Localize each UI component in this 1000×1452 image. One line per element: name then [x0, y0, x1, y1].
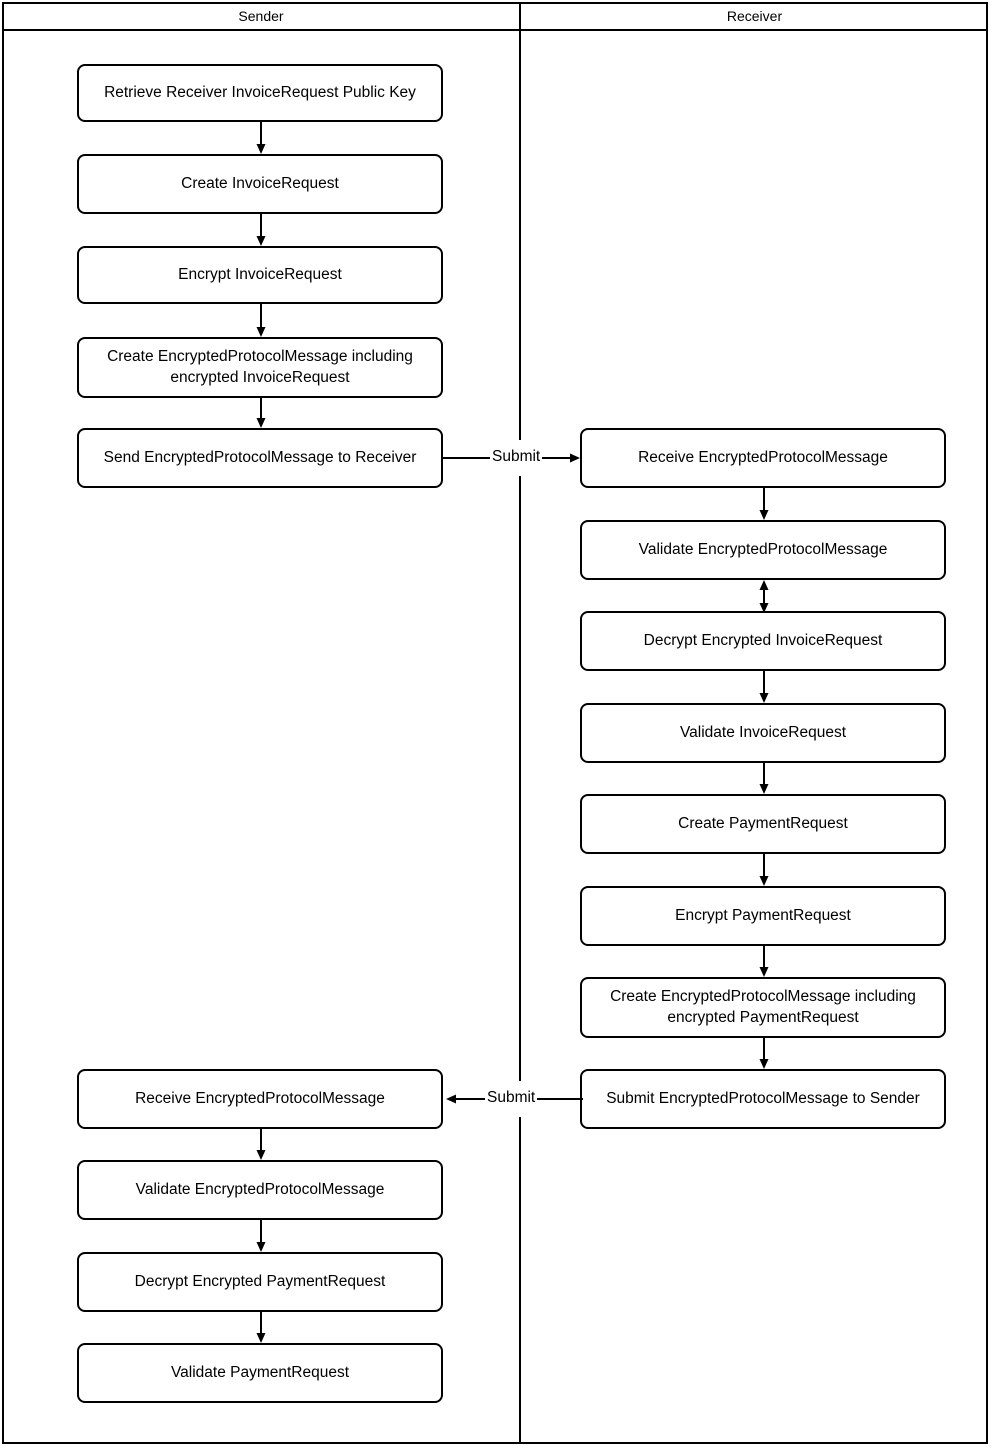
lane-header-receiver: Receiver: [726, 8, 783, 24]
node-create-epm-invoicerequest[interactable]: Create EncryptedProtocolMessage includin…: [77, 337, 443, 398]
node-submit-epm-to-sender[interactable]: Submit EncryptedProtocolMessage to Sende…: [580, 1069, 946, 1129]
node-retrieve-receiver-public-key[interactable]: Retrieve Receiver InvoiceRequest Public …: [77, 64, 443, 122]
arrow-r3-to-r4: [757, 671, 771, 705]
lane-header-divider: [2, 29, 988, 31]
diagram-frame: [2, 2, 988, 1444]
arrow-r2-to-r3-bidirectional: [757, 580, 771, 613]
node-receiver-receive-epm[interactable]: Receive EncryptedProtocolMessage: [580, 428, 946, 488]
arrow-s7-to-s8: [254, 1220, 268, 1254]
node-create-epm-paymentrequest[interactable]: Create EncryptedProtocolMessage includin…: [580, 977, 946, 1038]
node-decrypt-encrypted-invoicerequest[interactable]: Decrypt Encrypted InvoiceRequest: [580, 611, 946, 671]
arrow-s6-to-s7: [254, 1129, 268, 1162]
arrow-s8-to-s9: [254, 1312, 268, 1345]
node-create-invoicerequest[interactable]: Create InvoiceRequest: [77, 154, 443, 214]
node-decrypt-encrypted-paymentrequest[interactable]: Decrypt Encrypted PaymentRequest: [77, 1252, 443, 1312]
lane-vertical-divider: [519, 2, 521, 1444]
node-encrypt-paymentrequest[interactable]: Encrypt PaymentRequest: [580, 886, 946, 946]
arrow-s4-to-s5: [254, 398, 268, 430]
node-send-epm-to-receiver[interactable]: Send EncryptedProtocolMessage to Receive…: [77, 428, 443, 488]
node-create-paymentrequest[interactable]: Create PaymentRequest: [580, 794, 946, 854]
arrow-r6-to-r7: [757, 946, 771, 979]
arrow-r4-to-r5: [757, 763, 771, 796]
arrow-s3-to-s4: [254, 304, 268, 339]
edge-label-submit-to-sender: Submit: [485, 1089, 538, 1106]
arrow-s1-to-s2: [254, 122, 268, 156]
edge-label-submit-to-receiver: Submit: [490, 448, 543, 465]
arrow-r1-to-r2: [757, 488, 771, 522]
node-encrypt-invoicerequest[interactable]: Encrypt InvoiceRequest: [77, 246, 443, 304]
arrow-r5-to-r6: [757, 854, 771, 888]
node-validate-paymentrequest[interactable]: Validate PaymentRequest: [77, 1343, 443, 1403]
lane-header-sender: Sender: [238, 8, 284, 24]
node-sender-validate-epm[interactable]: Validate EncryptedProtocolMessage: [77, 1160, 443, 1220]
node-receiver-validate-epm[interactable]: Validate EncryptedProtocolMessage: [580, 520, 946, 580]
arrow-s2-to-s3: [254, 214, 268, 248]
node-validate-invoicerequest[interactable]: Validate InvoiceRequest: [580, 703, 946, 763]
arrow-r7-to-r8: [757, 1038, 771, 1071]
node-sender-receive-epm[interactable]: Receive EncryptedProtocolMessage: [77, 1069, 443, 1129]
